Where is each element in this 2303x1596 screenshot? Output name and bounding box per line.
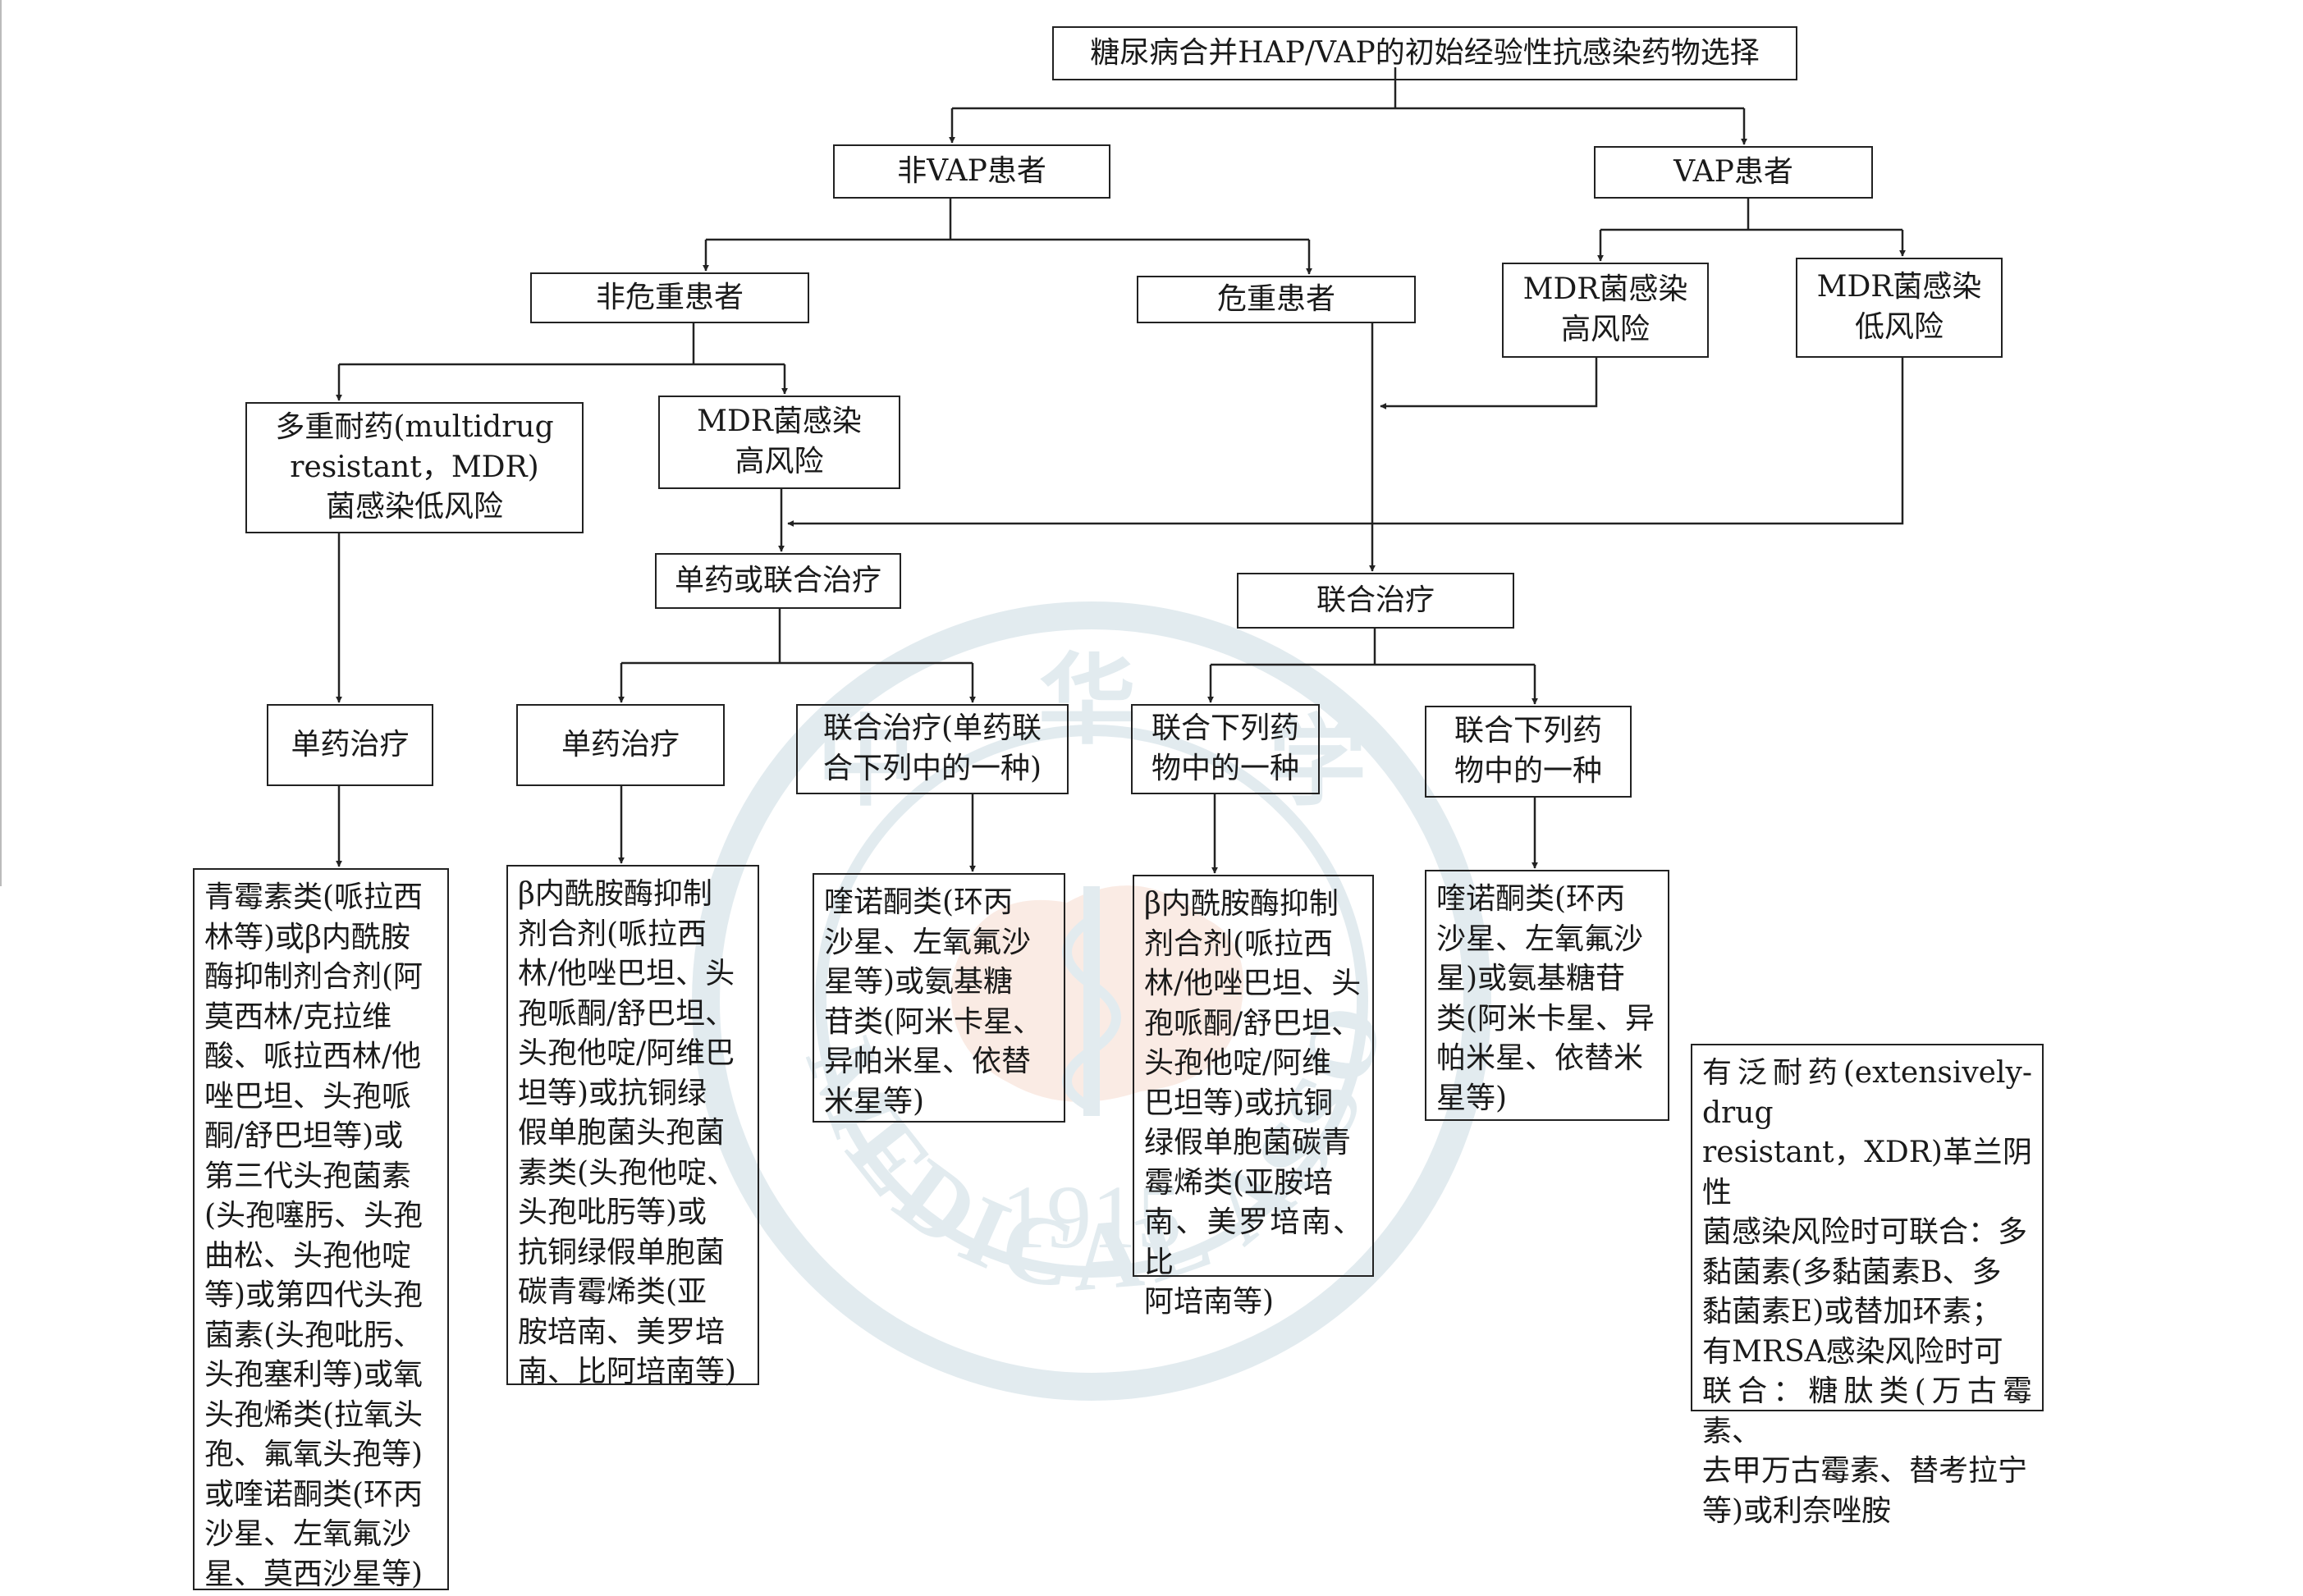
drugs-box-3: 喹诺酮类(环丙 沙星、左氧氟沙 星等)或氨基糖 苷类(阿米卡星、 异帕米星、依替… xyxy=(813,873,1065,1123)
drugs-box-5-text: 喹诺酮类(环丙 沙星、左氧氟沙 星)或氨基糖苷 类(阿米卡星、异 帕米星、依替米… xyxy=(1436,882,1655,1115)
drugs-box-1-text: 青霉素类(哌拉西 林等)或β内酰胺 酶抑制剂合剂(阿 莫西林/克拉维 酸、哌拉西… xyxy=(204,880,424,1591)
node-non-vap-label: 非VAP患者 xyxy=(897,153,1046,188)
drugs-box-4-text: β内酰胺酶抑制 剂合剂(哌拉西 林/他唑巴坦、头 孢哌酮/舒巴坦、 头孢他啶/阿… xyxy=(1144,887,1362,1319)
node-mono-or-combo-label: 单药或联合治疗 xyxy=(674,563,881,597)
node-combo-b-label: 联合下列药 物中的一种 xyxy=(1454,714,1602,788)
node-mono-2-label: 单药治疗 xyxy=(561,727,680,761)
node-critical: 危重患者 xyxy=(1137,276,1416,323)
node-mono-2: 单药治疗 xyxy=(516,704,725,786)
node-mdr-low-label: 多重耐药(multidrug resistant，MDR) 菌感染低风险 xyxy=(275,410,554,524)
node-combo-single: 联合治疗(单药联 合下列中的一种) xyxy=(796,704,1069,794)
node-critical-label: 危重患者 xyxy=(1216,281,1335,316)
node-combo-b: 联合下列药 物中的一种 xyxy=(1425,706,1632,798)
node-title-label: 糖尿病合并HAP/VAP的初始经验性抗感染药物选择 xyxy=(1090,35,1760,70)
node-vap-mdr-low: MDR菌感染 低风险 xyxy=(1796,258,2003,358)
drugs-box-3-text: 喹诺酮类(环丙 沙星、左氧氟沙 星等)或氨基糖 苷类(阿米卡星、 异帕米星、依替… xyxy=(824,885,1043,1118)
node-non-critical: 非危重患者 xyxy=(530,272,809,323)
node-vap: VAP患者 xyxy=(1594,146,1873,199)
drugs-box-1: 青霉素类(哌拉西 林等)或β内酰胺 酶抑制剂合剂(阿 莫西林/克拉维 酸、哌拉西… xyxy=(193,868,449,1591)
node-mdr-high: MDR菌感染 高风险 xyxy=(658,396,900,489)
node-vap-label: VAP患者 xyxy=(1673,154,1793,189)
note-box-text: 有泛耐药(extensively-drug resistant，XDR)革兰阴性… xyxy=(1702,1056,2032,1528)
note-box: 有泛耐药(extensively-drug resistant，XDR)革兰阴性… xyxy=(1691,1044,2044,1528)
node-combo-a-label: 联合下列药 物中的一种 xyxy=(1151,711,1299,785)
node-mono-or-combo: 单药或联合治疗 xyxy=(655,553,901,609)
node-mdr-low: 多重耐药(multidrug resistant，MDR) 菌感染低风险 xyxy=(245,402,584,533)
drugs-box-5: 喹诺酮类(环丙 沙星、左氧氟沙 星)或氨基糖苷 类(阿米卡星、异 帕米星、依替米… xyxy=(1425,870,1669,1121)
node-mono-1-label: 单药治疗 xyxy=(291,727,410,761)
node-combo-therapy-label: 联合治疗 xyxy=(1316,583,1435,617)
node-non-critical-label: 非危重患者 xyxy=(595,280,744,314)
node-mdr-high-label: MDR菌感染 高风险 xyxy=(697,405,862,478)
node-title: 糖尿病合并HAP/VAP的初始经验性抗感染药物选择 xyxy=(1052,26,1797,80)
node-combo-a: 联合下列药 物中的一种 xyxy=(1131,704,1320,794)
node-combo-single-label: 联合治疗(单药联 合下列中的一种) xyxy=(822,711,1042,785)
node-non-vap: 非VAP患者 xyxy=(833,144,1110,199)
node-vap-mdr-low-label: MDR菌感染 低风险 xyxy=(1816,270,1982,344)
node-combo-therapy: 联合治疗 xyxy=(1237,573,1514,629)
drugs-box-2-text: β内酰胺酶抑制 剂合剂(哌拉西 林/他唑巴坦、头 孢哌酮/舒巴坦、 头孢他啶/阿… xyxy=(518,877,737,1388)
node-vap-mdr-high-label: MDR菌感染 高风险 xyxy=(1522,272,1688,346)
page-edge-line xyxy=(0,0,2,886)
node-mono-1: 单药治疗 xyxy=(267,704,433,786)
drugs-box-2: β内酰胺酶抑制 剂合剂(哌拉西 林/他唑巴坦、头 孢哌酮/舒巴坦、 头孢他啶/阿… xyxy=(506,865,759,1388)
drugs-box-4: β内酰胺酶抑制 剂合剂(哌拉西 林/他唑巴坦、头 孢哌酮/舒巴坦、 头孢他啶/阿… xyxy=(1133,875,1374,1319)
node-vap-mdr-high: MDR菌感染 高风险 xyxy=(1502,263,1709,358)
